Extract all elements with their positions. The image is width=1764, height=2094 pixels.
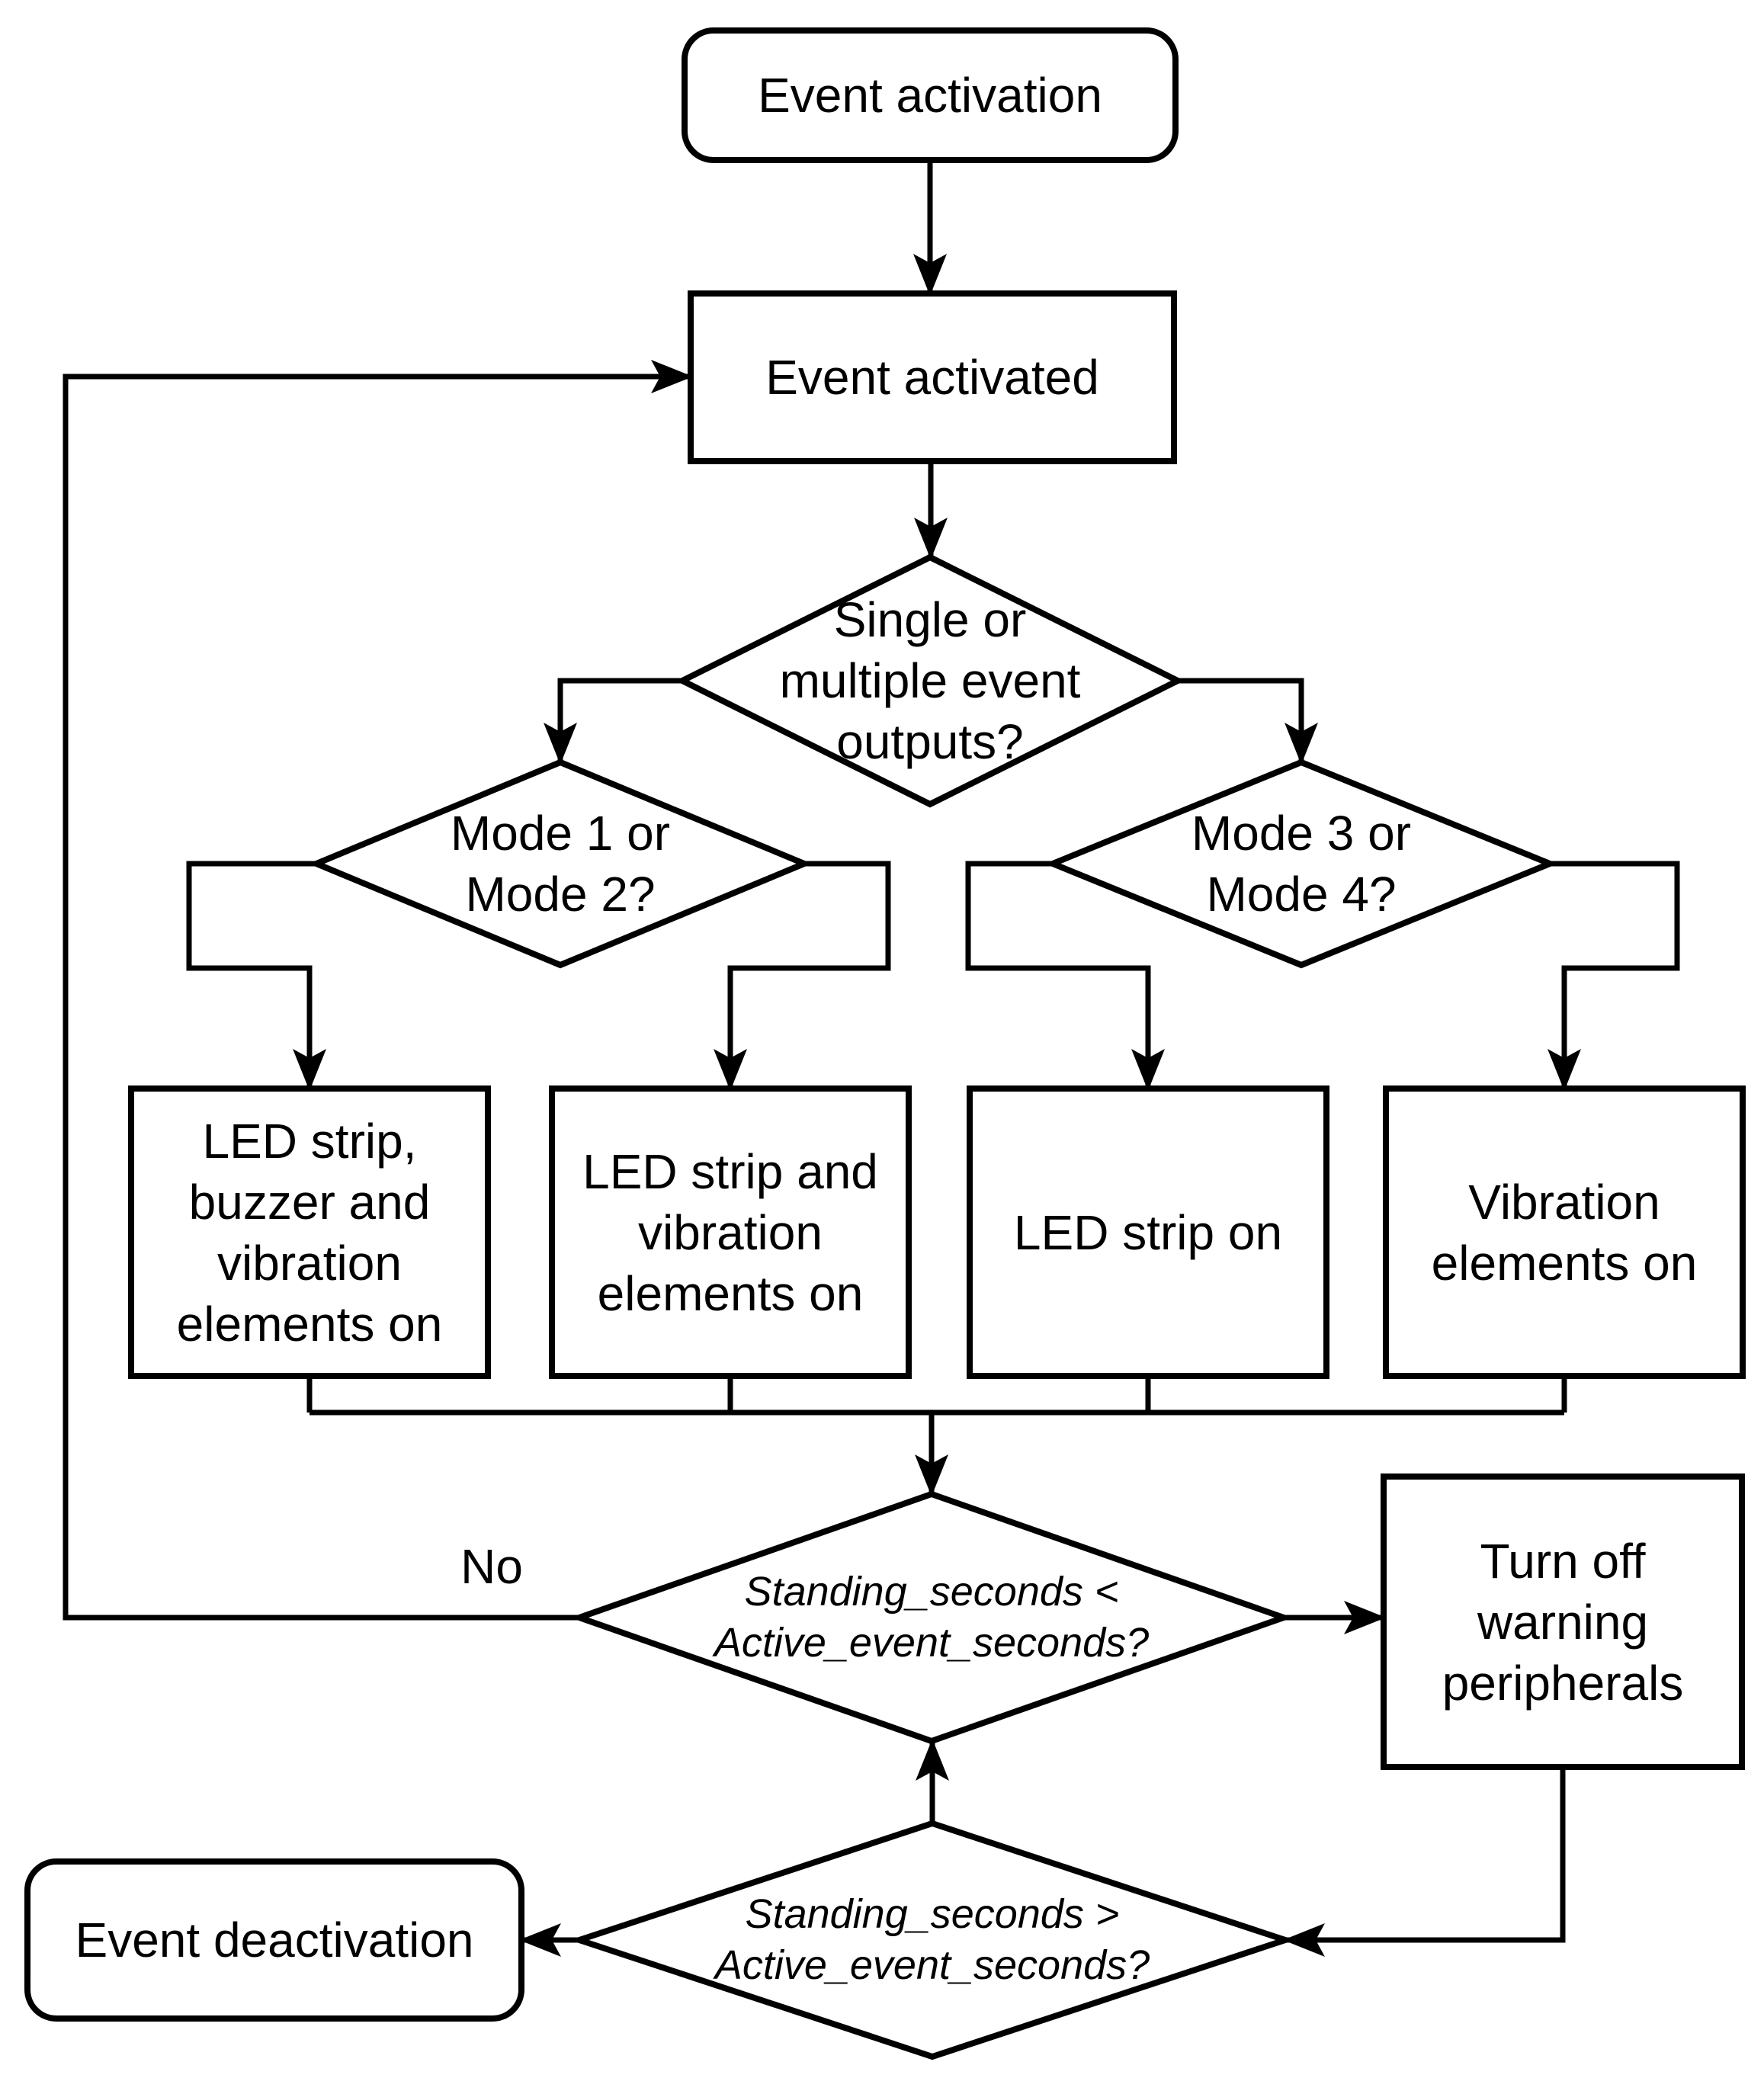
decision-mode-3-or-4-shape <box>1044 758 1558 969</box>
flow-nodes <box>24 27 1746 2060</box>
node-event-activation-shape <box>682 27 1179 163</box>
edge-outputs-to-mode34-decision <box>1178 678 1318 765</box>
decision-standing-gt-active-shape <box>569 1820 1295 2060</box>
edge-outputs-merge-line <box>306 1376 1567 1416</box>
node-turn-off-warning-shape <box>1381 1473 1745 1770</box>
node-led-strip-on-shape <box>967 1085 1329 1379</box>
node-vibration-elements-on-shape <box>1383 1085 1746 1379</box>
node-led-vibration-on-shape <box>549 1085 912 1379</box>
edge-mode34-to-vibration-elements <box>1548 861 1680 1091</box>
flow-connectors <box>63 160 1680 1957</box>
decision-single-or-multiple-shape <box>675 553 1185 808</box>
edge-mode12-to-led-vibration <box>714 861 891 1091</box>
decision-mode-1-or-2-shape <box>308 758 813 969</box>
node-event-activated-shape <box>688 290 1177 464</box>
edge-standing-lt-no-feedback-to-activated <box>63 360 693 1621</box>
edge-mode34-to-led-strip <box>965 861 1165 1091</box>
edge-turn-off-to-standing-gt-decision <box>1283 1767 1566 1957</box>
node-event-deactivation-shape <box>24 1858 524 2022</box>
edge-mode12-to-led-buzzer-vibration <box>186 861 326 1091</box>
node-led-buzzer-vibration-on-shape <box>128 1085 491 1379</box>
decision-standing-lt-active-shape <box>569 1490 1294 1745</box>
edge-outputs-to-mode12-decision <box>544 678 682 765</box>
